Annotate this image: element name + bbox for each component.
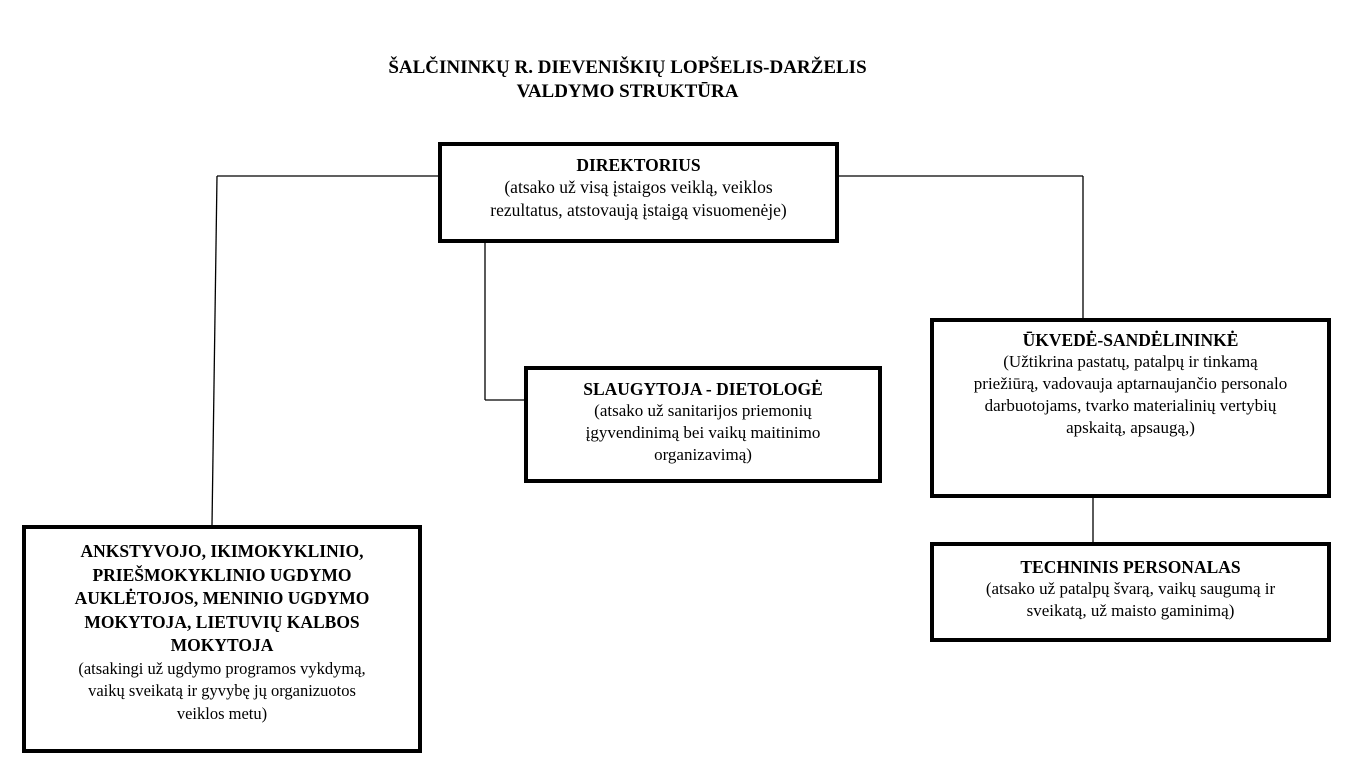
teachers-heading-line-2: PRIEŠMOKYKLINIO UGDYMO — [92, 564, 352, 585]
director-box: DIREKTORIUS (atsako už visą įstaigos vei… — [438, 142, 839, 243]
nurse-heading: SLAUGYTOJA - DIETOLOGĖ — [583, 379, 823, 399]
director-heading: DIREKTORIUS — [576, 155, 701, 175]
supply-desc-line-3: darbuotojams, tvarko materialinių vertyb… — [984, 396, 1277, 415]
teachers-box: ANKSTYVOJO, IKIMOKYKLINIO, PRIEŠMOKYKLIN… — [22, 525, 422, 753]
technical-staff-box: TECHNINIS PERSONALAS (atsako už patalpų … — [930, 542, 1331, 642]
connector-director-teachers-v — [211, 175, 218, 526]
teachers-heading-line-3: AUKLĖTOJOS, MENINIO UGDYMO — [74, 588, 370, 608]
director-desc-line-2: rezultatus, atstovaują įstaigą visuomenė… — [490, 200, 787, 220]
document-title: ŠALČININKŲ R. DIEVENIŠKIŲ LOPŠELIS-DARŽE… — [388, 57, 867, 78]
teachers-heading-line-1: ANKSTYVOJO, IKIMOKYKLINIO, — [80, 541, 364, 561]
director-desc-line-1: (atsako už visą įstaigos veiklą, veiklos — [504, 177, 773, 197]
tech-heading: TECHNINIS PERSONALAS — [1020, 557, 1241, 577]
document-subtitle: VALDYMO STRUKTŪRA — [516, 81, 739, 102]
tech-desc-line-2: sveikatą, už maisto gaminimą) — [1026, 601, 1235, 620]
supply-desc-line-2: priežiūrą, vadovauja aptarnaujančio pers… — [973, 374, 1288, 393]
supply-desc-line-4: apskaitą, apsaugą,) — [1066, 418, 1195, 437]
teachers-desc-line-1: (atsakingi už ugdymo programos vykdymą, — [78, 658, 366, 678]
supply-heading: ŪKVEDĖ-SANDĖLININKĖ — [1022, 330, 1239, 350]
supply-manager-box: ŪKVEDĖ-SANDĖLININKĖ (Užtikrina pastatų, … — [930, 318, 1331, 498]
tech-desc-line-1: (atsako už patalpų švarą, vaikų saugumą … — [985, 579, 1276, 598]
teachers-desc-line-3: veiklos metu) — [176, 703, 268, 723]
nurse-desc-line-3: organizavimą) — [654, 445, 752, 464]
nurse-dietitian-box: SLAUGYTOJA - DIETOLOGĖ (atsako už sanita… — [524, 366, 882, 483]
nurse-desc-line-1: (atsako už sanitarijos priemonių — [594, 401, 812, 420]
supply-desc-line-1: (Užtikrina pastatų, patalpų ir tinkamą — [1003, 352, 1258, 371]
teachers-heading-line-5: MOKYTOJA — [170, 635, 274, 655]
teachers-heading-line-4: MOKYTOJA, LIETUVIŲ KALBOS — [84, 611, 360, 632]
nurse-desc-line-2: įgyvendinimą bei vaikų maitinimo — [585, 423, 821, 442]
teachers-desc-line-2: vaikų sveikatą ir gyvybę jų organizuotos — [88, 681, 356, 700]
